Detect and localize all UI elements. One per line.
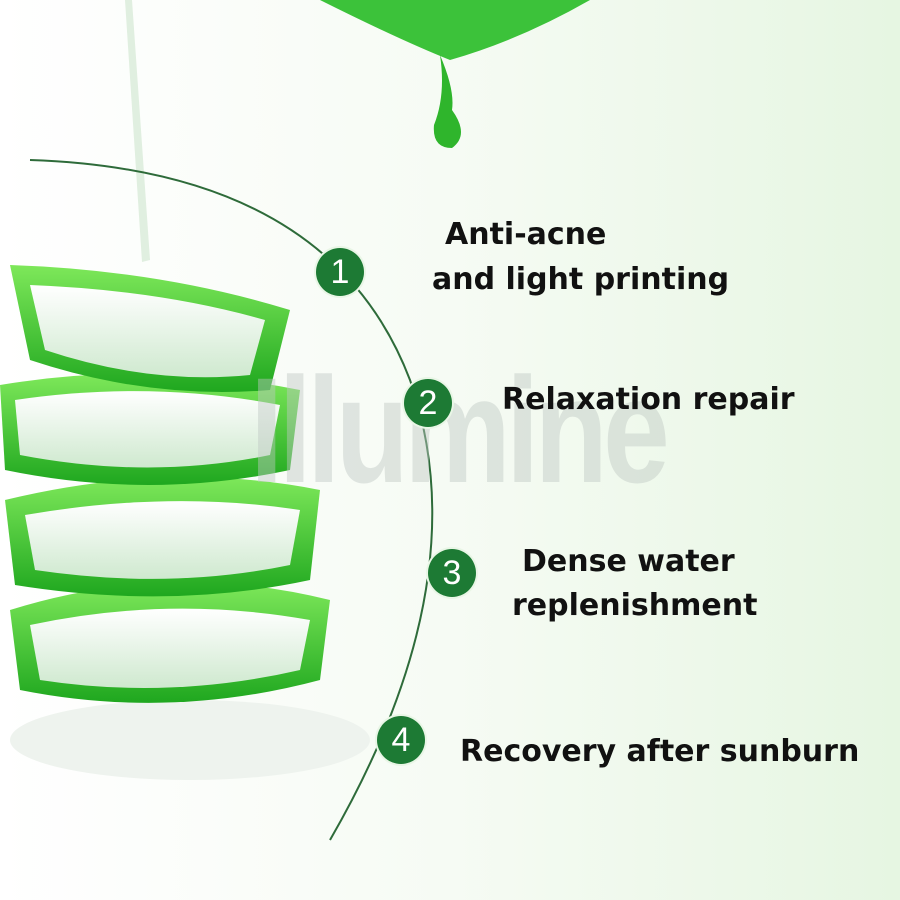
step-badge-2: 2 <box>404 379 452 427</box>
step-badge-4: 4 <box>377 716 425 764</box>
gel-stream <box>125 0 150 262</box>
aloe-stack <box>0 265 370 780</box>
timeline-arc <box>29 159 434 841</box>
feature-4-line-1: Recovery after sunburn <box>460 734 860 769</box>
aloe-drip <box>320 0 590 148</box>
feature-1-line-1: Anti-acne <box>445 217 607 252</box>
watermark: Illumine <box>250 346 670 514</box>
feature-2-line-1: Relaxation repair <box>502 382 795 417</box>
step-badge-1: 1 <box>316 248 364 296</box>
step-badge-3: 3 <box>428 549 476 597</box>
feature-1-line-2: and light printing <box>432 262 730 297</box>
feature-3-line-1: Dense water <box>522 544 735 579</box>
feature-3-line-2: replenishment <box>512 588 758 623</box>
